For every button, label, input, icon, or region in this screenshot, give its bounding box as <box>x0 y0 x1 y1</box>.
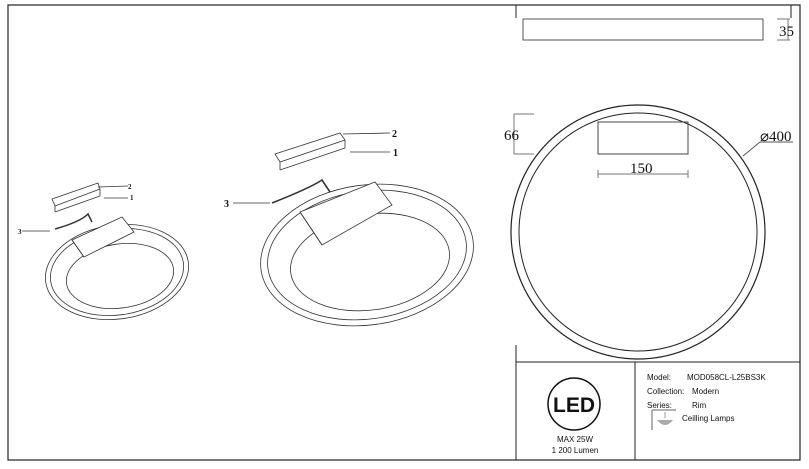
dim-box-width: 150 <box>630 161 653 177</box>
callout-2: 2 <box>128 183 132 191</box>
collection-label: Collection: <box>647 387 684 396</box>
top-view: 66 150 ⌀400 <box>504 104 793 360</box>
dim-box-height: 66 <box>504 128 520 144</box>
category: Ceilling Lamps <box>682 414 734 423</box>
small-isometric-view <box>22 182 189 321</box>
callout-2: 2 <box>392 129 397 140</box>
led-logo-text: LED <box>553 394 595 417</box>
callout-3: 3 <box>18 228 22 236</box>
max-power: MAX 25W <box>557 435 593 444</box>
callout-3: 3 <box>224 199 229 210</box>
drawing-frame <box>7 4 801 461</box>
callout-1: 1 <box>393 148 398 159</box>
side-view: 35 <box>522 18 794 41</box>
series-value: Rim <box>692 401 707 410</box>
series-label: Series: <box>647 401 672 410</box>
dim-height: 35 <box>779 24 794 40</box>
lumen: 1 200 Lumen <box>552 446 599 455</box>
collection-value: Modern <box>692 387 719 396</box>
model-label: Model: <box>647 373 671 382</box>
large-isometric-view <box>233 132 474 327</box>
dim-diameter: ⌀400 <box>760 129 792 145</box>
model-value: MOD058CL-L25BS3K <box>687 373 766 382</box>
led-logo: LED <box>547 377 601 431</box>
callout-1: 1 <box>130 194 134 202</box>
ceiling-lamp-icon <box>651 409 676 430</box>
